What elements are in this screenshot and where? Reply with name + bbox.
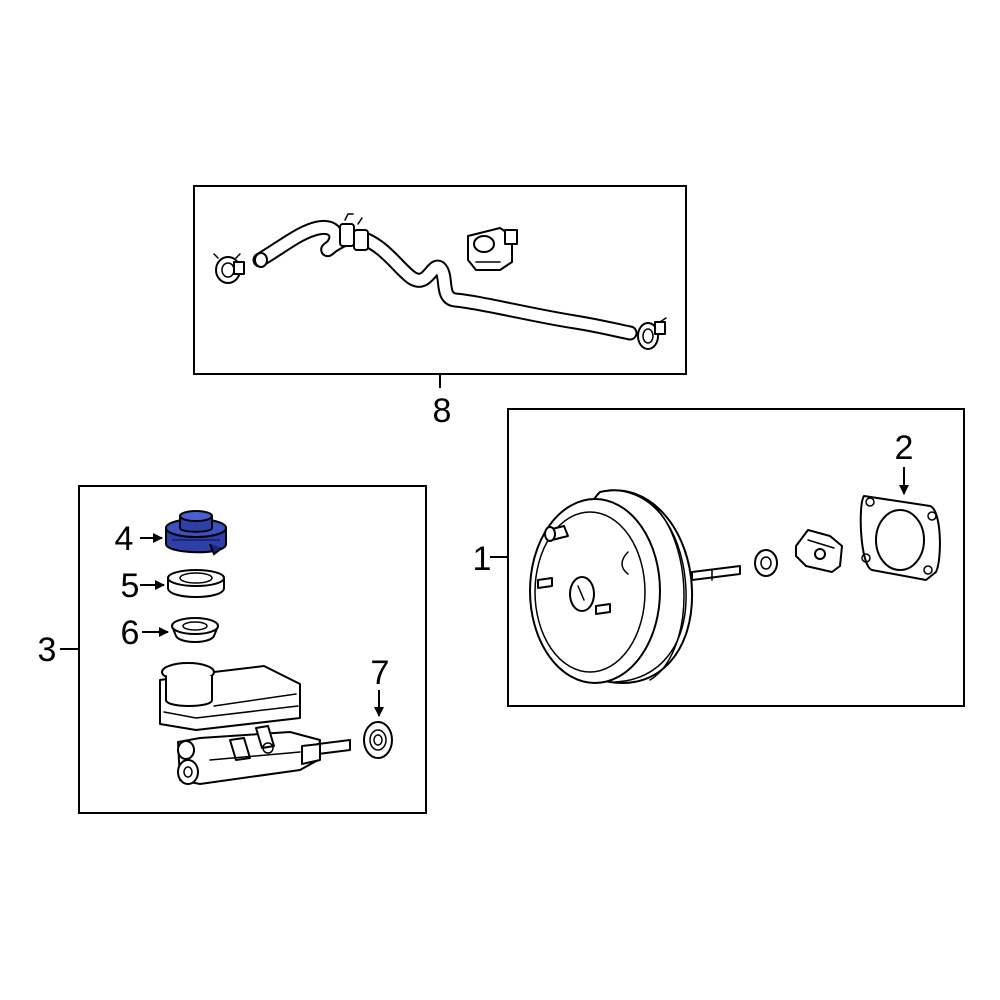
hose-bracket[interactable] [467, 227, 518, 271]
callout-2: 2 [895, 429, 914, 467]
callout-3: 3 [38, 631, 57, 669]
callout-7: 7 [371, 654, 390, 692]
booster-stud-right [595, 603, 611, 615]
clevis[interactable] [795, 529, 843, 573]
brake-booster-group: 1 2 [473, 408, 965, 707]
callout-6: 6 [121, 614, 140, 652]
callout-1: 1 [473, 540, 492, 578]
push-rod[interactable] [691, 565, 741, 581]
brake-booster[interactable] [529, 489, 694, 685]
booster-gasket[interactable] [859, 495, 941, 581]
reservoir-strainer[interactable] [171, 617, 219, 643]
callout-4: 4 [115, 520, 134, 558]
callout-8: 8 [433, 392, 452, 430]
callout-5: 5 [121, 567, 140, 605]
booster-stud-upper [544, 525, 569, 542]
booster-stud-left [537, 577, 553, 589]
hose-clamp-left[interactable] [213, 253, 245, 284]
hose-clamp-middle[interactable] [339, 213, 369, 251]
cap-seal[interactable] [167, 569, 225, 598]
reservoir-cap[interactable] [165, 510, 227, 556]
clevis-nut[interactable] [754, 549, 778, 577]
master-cylinder-group: 4 5 6 [38, 485, 427, 814]
master-cylinder[interactable] [159, 662, 351, 785]
master-cylinder-seal[interactable] [363, 721, 393, 759]
vacuum-hose-group: 8 [193, 185, 687, 430]
hose-clamp-right[interactable] [637, 317, 667, 350]
